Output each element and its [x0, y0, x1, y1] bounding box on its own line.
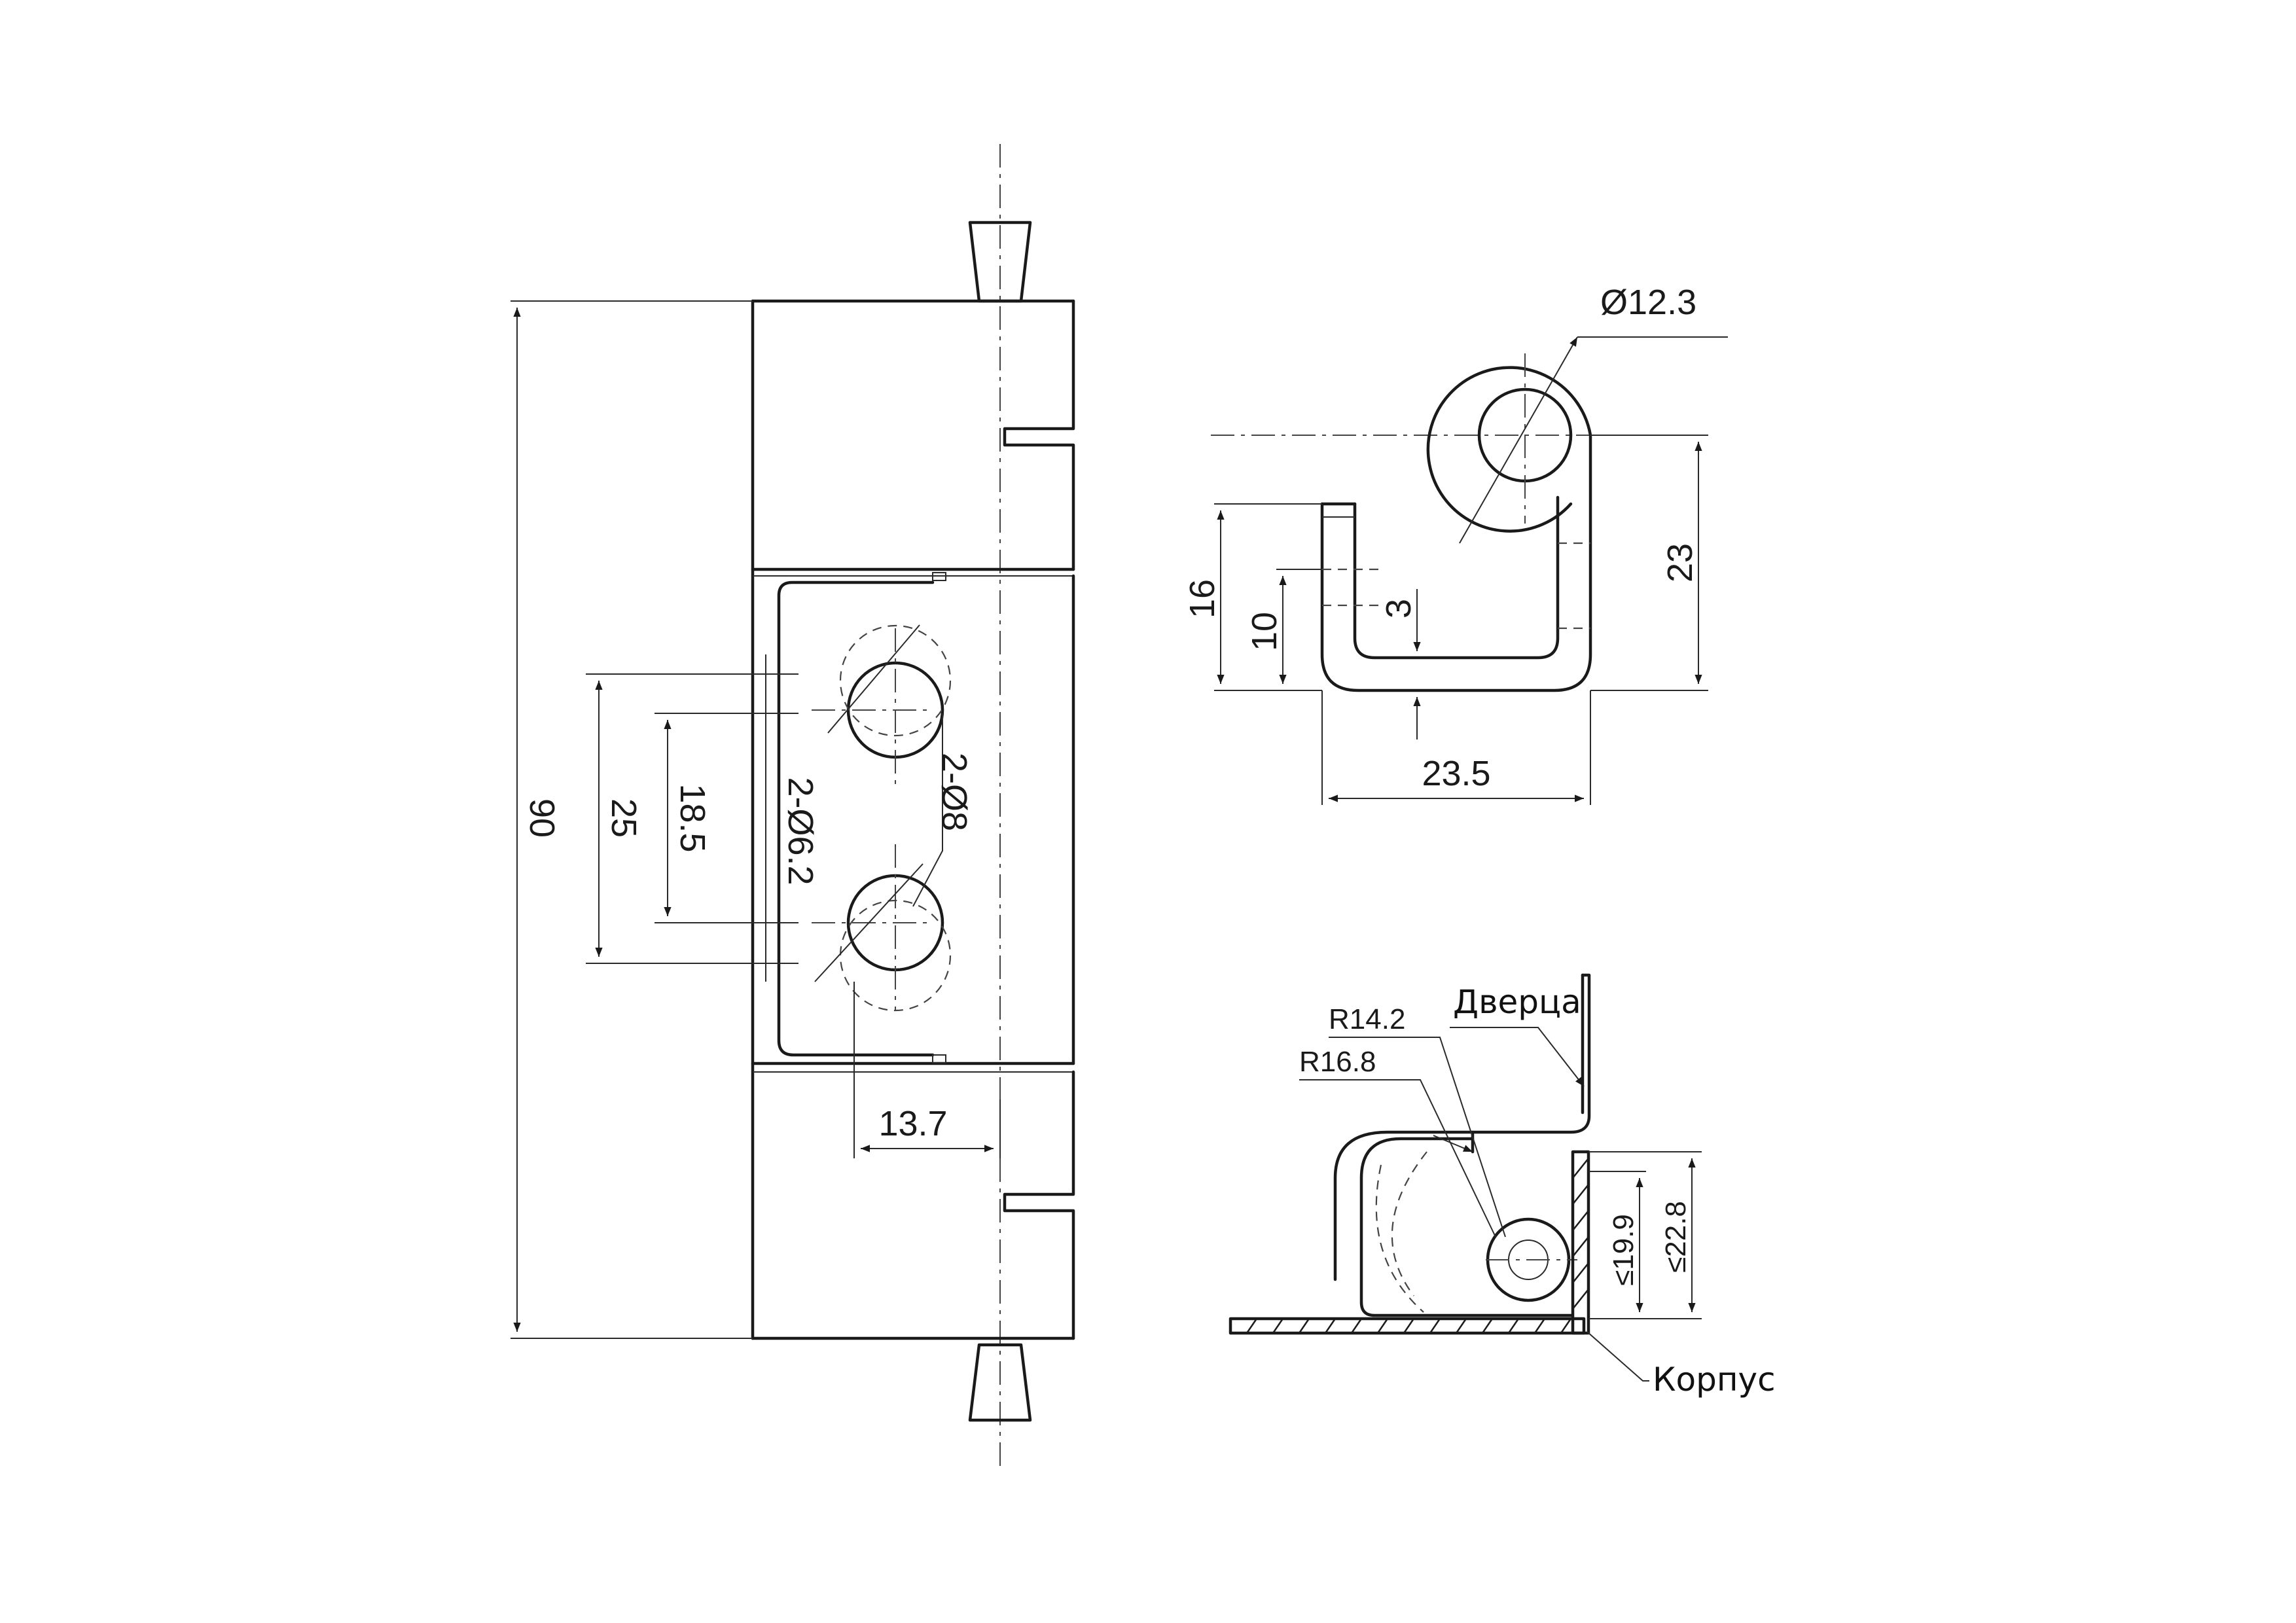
dim-2-d6-2-label: 2-Ø6.2 [781, 777, 820, 885]
dim-25-label: 25 [604, 798, 643, 838]
leader-d8 [912, 713, 943, 907]
cabinet-body [1229, 1150, 1590, 1335]
dim-90-label: 90 [522, 798, 562, 838]
dim-16-label: 16 [1183, 579, 1222, 618]
front-view: 90 25 18.5 2-Ø8 2-Ø6.2 13.7 [511, 144, 1075, 1466]
side-view: Ø12.3 16 10 3 23 23.5 [1183, 283, 1728, 805]
dim-r14-2-label: R14.2 [1329, 1003, 1405, 1035]
leader-r14-2 [1329, 1037, 1506, 1238]
dim-18-5-label: 18.5 [673, 783, 712, 852]
dim-3-label: 3 [1379, 599, 1418, 618]
bottom-pin [968, 1343, 1032, 1422]
door-panel-outline [1333, 973, 1591, 1281]
dim-13-7-label: 13.7 [878, 1104, 947, 1143]
dim-23-5-label: 23.5 [1422, 754, 1490, 793]
dim-10-label: 10 [1245, 612, 1284, 651]
swing-arc-inner [1391, 1151, 1427, 1296]
lower-hole [812, 844, 952, 1012]
door-label: Дверца [1453, 983, 1581, 1021]
body-label: Корпус [1653, 1361, 1776, 1399]
leader-r16-8 [1299, 1079, 1496, 1238]
dim-2-d8-label: 2-Ø8 [935, 753, 974, 831]
upper-hole [812, 624, 952, 785]
hinge-leaf-body [751, 299, 1075, 1340]
dim-23-label: 23 [1660, 543, 1700, 582]
dim-22-8-label: ≤22.8 [1660, 1201, 1692, 1273]
mounted-bracket [1359, 1137, 1573, 1317]
installation-view: R14.2 R16.8 ≤19.9 ≤22.8 Дверца Корпус [1229, 973, 1776, 1399]
leader-body [1587, 1331, 1649, 1382]
bracket-outer [1320, 433, 1592, 692]
bracket-inner [1353, 495, 1560, 660]
dim-d12-3-label: Ø12.3 [1600, 283, 1696, 322]
leader-door [1450, 1027, 1585, 1087]
dim-19-9-label: ≤19.9 [1607, 1214, 1640, 1286]
leader-d12-3 [1459, 336, 1578, 544]
dim-r16-8-label: R16.8 [1299, 1046, 1376, 1078]
front-extension-lines [511, 300, 1001, 1339]
